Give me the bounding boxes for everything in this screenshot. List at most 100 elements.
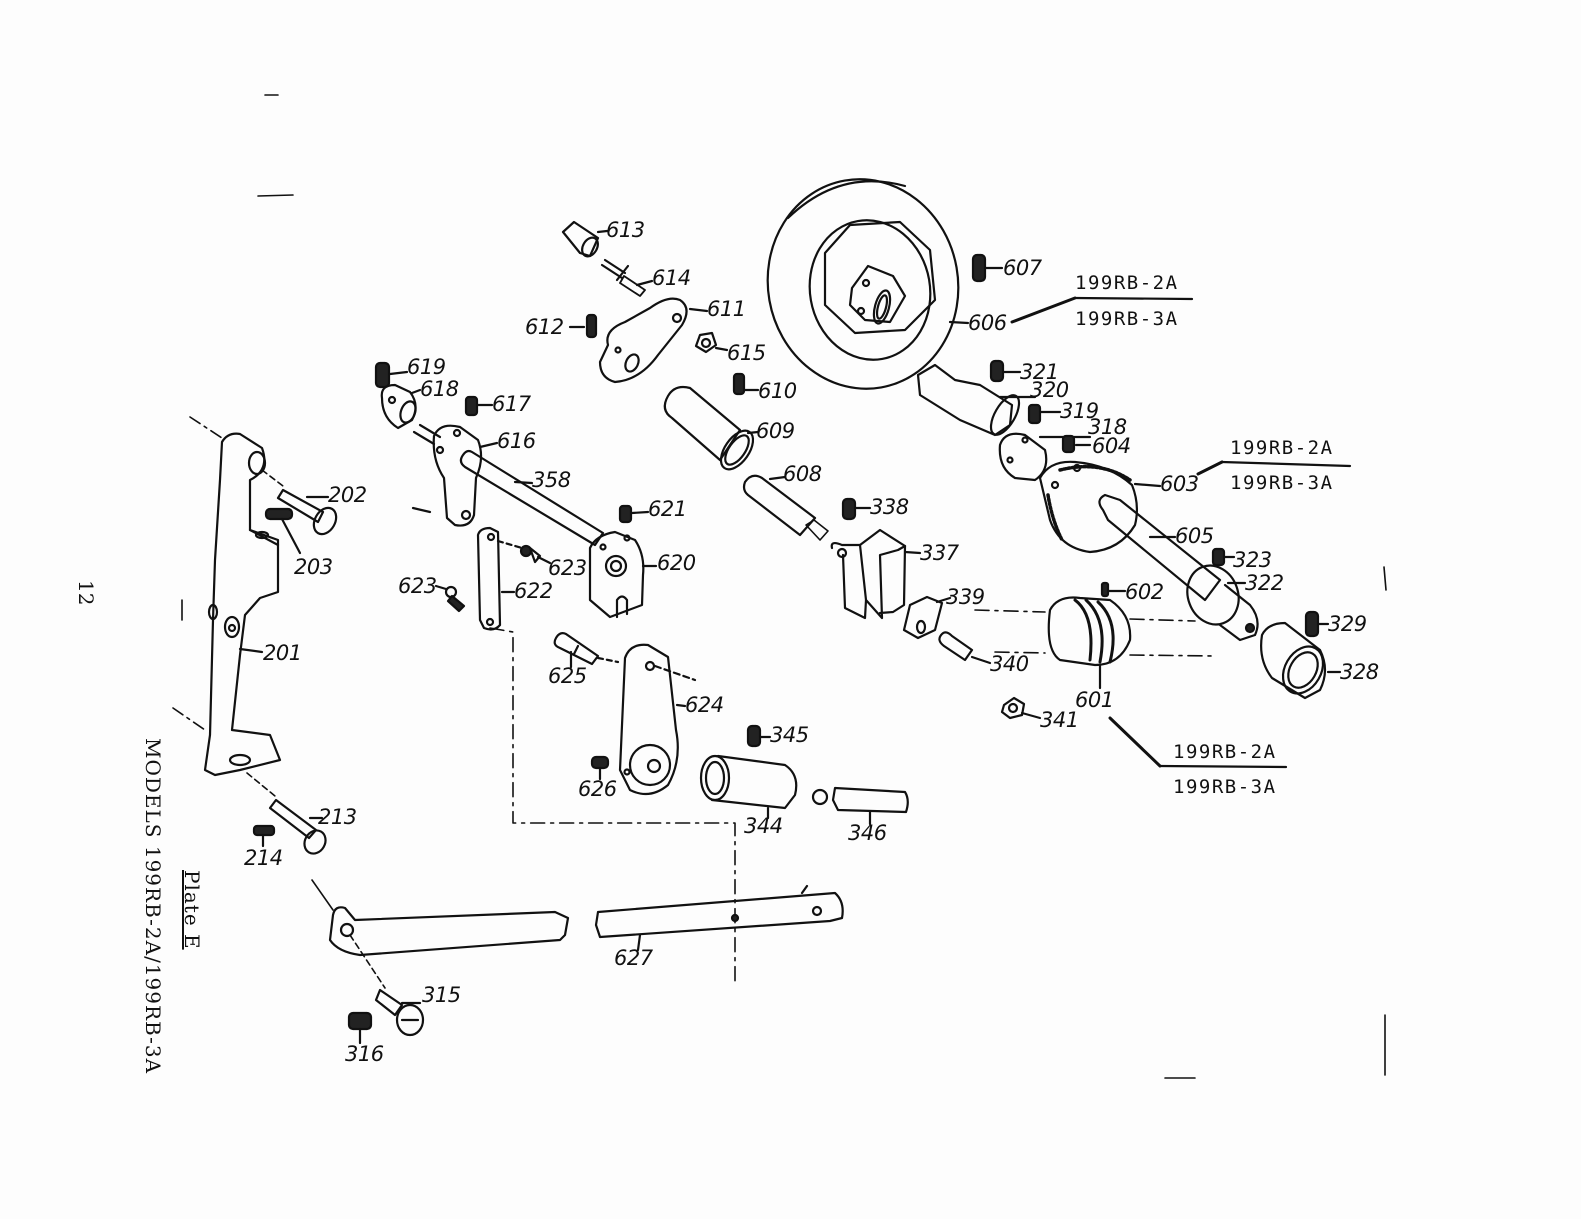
part-label-616: 616	[497, 429, 536, 453]
part-label-318: 318	[1088, 415, 1127, 439]
part-621-set-screw	[618, 504, 650, 524]
part-label-626: 626	[578, 777, 617, 801]
part-616-crank	[411, 423, 499, 527]
part-label-619: 619	[407, 355, 446, 379]
part-label-340: 340	[990, 652, 1029, 676]
part-label-202: 202	[328, 483, 367, 507]
part-337-fork	[830, 528, 922, 620]
part-213-hinge-pin	[246, 772, 327, 855]
part-609-bushing	[663, 385, 760, 471]
model-callout-3-bottom: 199RB-3A	[1173, 776, 1277, 798]
part-label-345: 345	[770, 723, 809, 747]
part-601-worm-gear	[974, 596, 1216, 690]
part-label-201: 201	[263, 641, 302, 665]
part-214-screw	[252, 824, 276, 848]
model-callout-leader-1	[1010, 296, 1194, 324]
part-label-344: 344	[744, 814, 783, 838]
model-callout-1-top: 199RB-2A	[1075, 272, 1179, 294]
part-329-set-screw	[1304, 610, 1330, 638]
part-338-set-screw	[841, 497, 872, 521]
part-label-214: 214	[244, 846, 283, 870]
part-615-nut	[694, 331, 729, 354]
part-321-set-screw	[989, 359, 1022, 383]
model-callout-2-top: 199RB-2A	[1230, 437, 1334, 459]
part-label-610: 610	[758, 379, 797, 403]
part-358-rock-shaft	[459, 449, 605, 547]
part-622-link	[476, 526, 516, 631]
plate-title: Plate E	[180, 870, 204, 950]
part-label-321: 321	[1020, 360, 1059, 384]
assembly-centerline	[489, 627, 736, 986]
part-328-bushing	[1260, 621, 1342, 700]
part-label-621: 621	[648, 497, 687, 521]
part-610-set-screw	[732, 372, 760, 396]
part-label-609: 609	[756, 419, 795, 443]
scan-marks	[181, 94, 1387, 1079]
part-label-601: 601	[1075, 688, 1114, 712]
part-603-bevel-gear	[1038, 460, 1162, 554]
part-344-bushing	[699, 754, 798, 820]
models-heading: MODELS 199RB-2A/199RB-3A	[141, 738, 165, 1075]
part-340-screw	[938, 631, 992, 665]
part-627-lever	[311, 879, 844, 957]
model-callout-leader-3	[1108, 716, 1288, 769]
part-623-stud-upper	[496, 539, 552, 565]
part-605-shaft	[1098, 493, 1222, 602]
page-number: 12	[74, 580, 98, 606]
model-callout-leader-2	[1196, 460, 1352, 476]
part-label-329: 329	[1328, 612, 1367, 636]
part-label-213: 213	[318, 805, 357, 829]
part-label-623-upper: 623	[548, 556, 587, 580]
part-318-collar	[998, 432, 1092, 482]
part-607-set-screw	[971, 253, 1004, 283]
part-611-lever	[598, 297, 709, 384]
part-label-627: 627	[614, 946, 653, 970]
part-label-613: 613	[606, 218, 645, 242]
part-614-stud	[600, 258, 654, 297]
part-label-328: 328	[1340, 660, 1379, 684]
part-label-341: 341	[1040, 708, 1079, 732]
part-label-203: 203	[294, 555, 333, 579]
part-label-316: 316	[345, 1042, 384, 1066]
part-202-hinge-pin	[261, 469, 338, 536]
part-624-connecting-crank	[618, 643, 697, 796]
part-label-618: 618	[420, 377, 459, 401]
part-label-602: 602	[1125, 580, 1164, 604]
part-label-346: 346	[848, 821, 887, 845]
part-label-622: 622	[514, 579, 553, 603]
part-label-607: 607	[1003, 256, 1042, 280]
part-345-set-screw	[746, 724, 772, 748]
part-316-screw	[347, 1011, 373, 1045]
part-323-set-screw	[1211, 547, 1236, 567]
part-602-screw	[1100, 581, 1127, 598]
part-label-322: 322	[1245, 571, 1284, 595]
part-625-hinge-pin	[553, 632, 620, 669]
part-label-612: 612	[525, 315, 564, 339]
part-label-603: 603	[1160, 472, 1199, 496]
part-label-611: 611	[707, 297, 746, 321]
part-315-screw	[349, 934, 425, 1037]
part-623-stud-lower	[434, 584, 466, 613]
model-callout-1-bottom: 199RB-3A	[1075, 308, 1179, 330]
part-label-337: 337	[920, 541, 959, 565]
part-label-358: 358	[532, 468, 571, 492]
part-617-set-screw	[464, 395, 494, 417]
part-613-bushing	[561, 220, 609, 258]
model-callout-3-top: 199RB-2A	[1173, 741, 1277, 763]
part-346-shaft	[811, 786, 909, 826]
part-319-set-screw	[1027, 403, 1062, 425]
part-label-617: 617	[492, 392, 531, 416]
part-label-606: 606	[968, 311, 1007, 335]
part-604-set-screw	[1061, 434, 1092, 454]
part-203-screw	[264, 507, 302, 555]
part-label-319: 319	[1060, 399, 1099, 423]
part-322-bushing	[1186, 564, 1259, 642]
part-label-339: 339	[946, 585, 985, 609]
part-label-608: 608	[783, 462, 822, 486]
part-608-shaft	[742, 474, 829, 541]
part-label-620: 620	[657, 551, 696, 575]
model-callout-2-bottom: 199RB-3A	[1230, 472, 1334, 494]
part-label-624: 624	[685, 693, 724, 717]
part-label-604: 604	[1092, 434, 1131, 458]
